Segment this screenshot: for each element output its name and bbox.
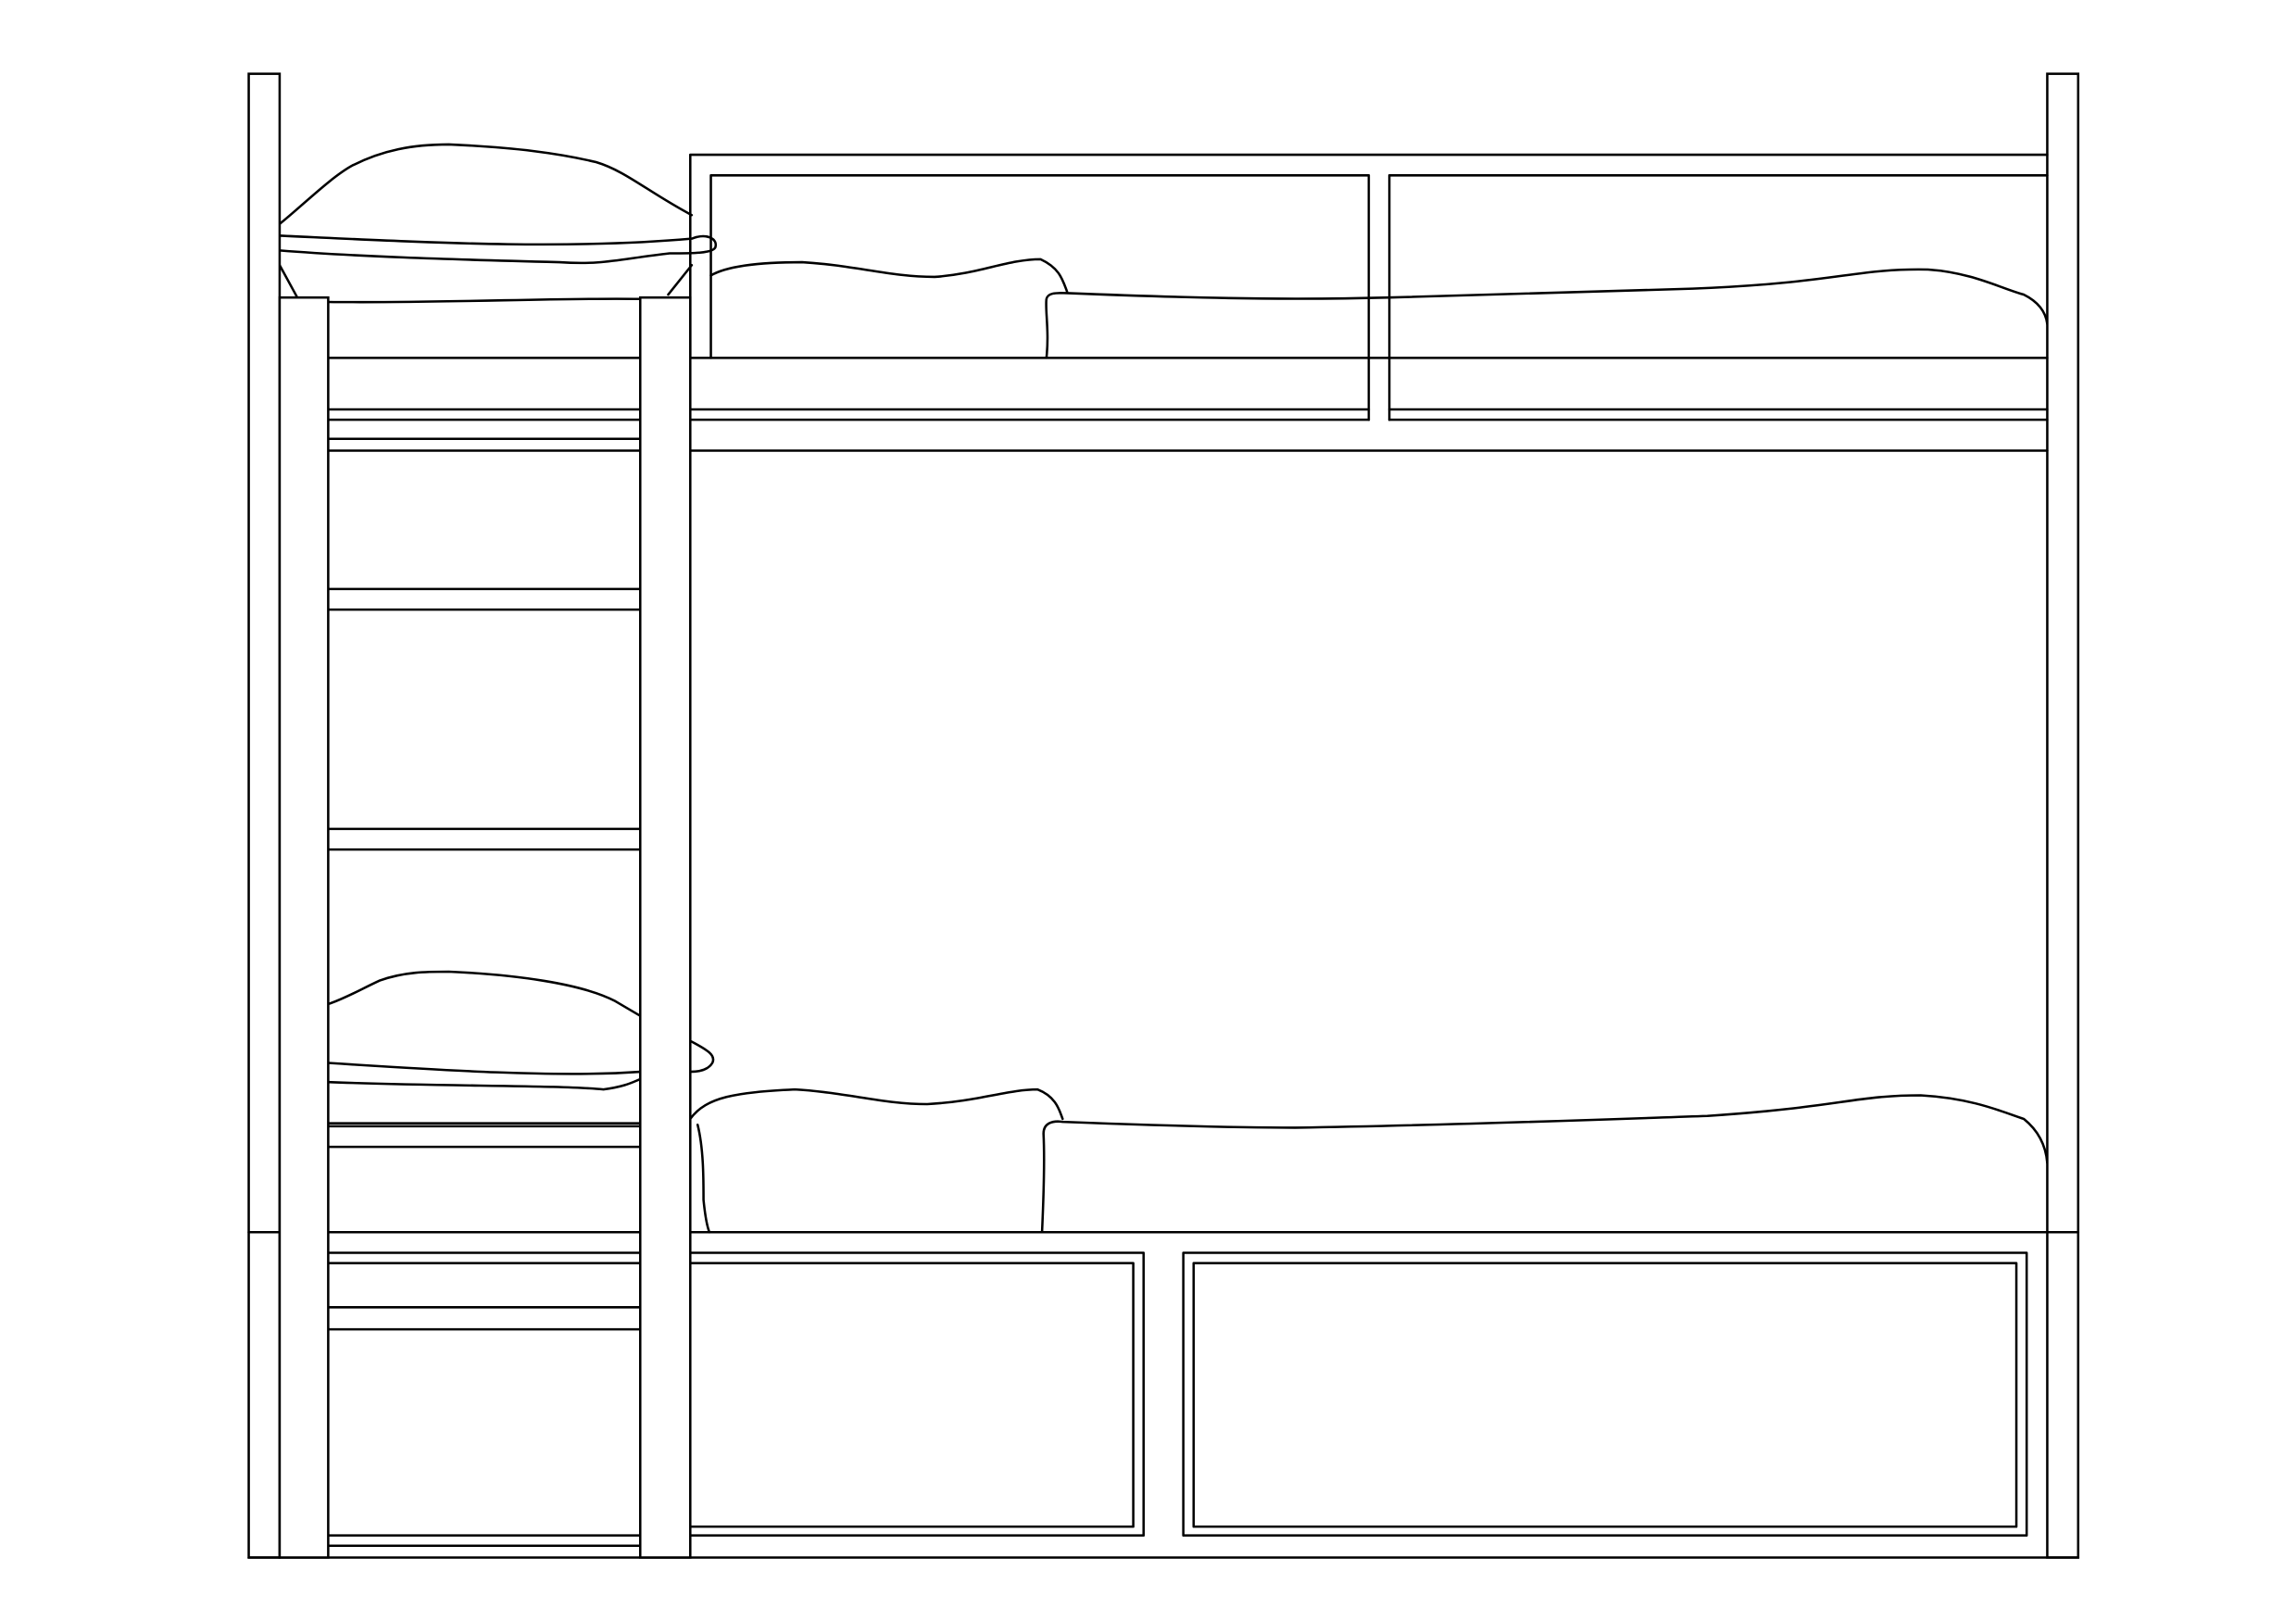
ladder (278, 295, 692, 1559)
upper-pillow (278, 143, 718, 299)
drawer-right-panel (1192, 1262, 2018, 1528)
drawer-left[interactable] (689, 1251, 1146, 1537)
upper-mattress (327, 258, 2049, 359)
upper-bed-frame (327, 357, 2049, 452)
right-post (2046, 72, 2080, 1559)
drawer-right[interactable] (1182, 1251, 2028, 1537)
left-post (247, 72, 282, 1559)
lower-mattress (689, 1087, 2049, 1234)
upper-guard-rail (689, 153, 2049, 421)
ladder-right-rail (638, 295, 692, 1559)
lower-bed-base (247, 1231, 2080, 1559)
ladder-left-rail (278, 295, 330, 1559)
ladder-rungs (327, 437, 642, 1548)
